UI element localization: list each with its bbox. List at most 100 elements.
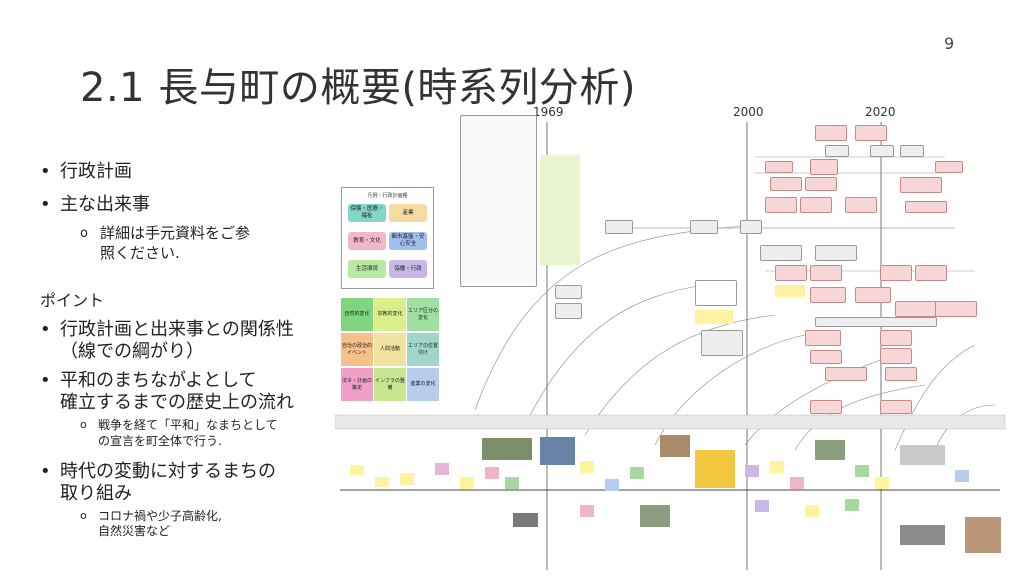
bullet-text: （線での綱がり）	[60, 341, 204, 362]
category-natural: 自然的変化	[341, 298, 373, 331]
plan-box	[880, 348, 912, 364]
plan-box	[935, 301, 977, 317]
bullet-text: 主な出来事	[60, 194, 150, 215]
sticky-note	[630, 467, 644, 479]
plan-callout	[695, 280, 737, 306]
plan-box	[915, 265, 947, 281]
sub-bullet-text: 照ください.	[100, 244, 180, 262]
year-label-2020: 2020	[865, 105, 896, 119]
connection-curve	[584, 314, 776, 436]
sub-bullet-text: 戦争を経て「平和」なまちとして	[98, 418, 278, 432]
legend-cell-environment: 生活環境	[348, 260, 386, 278]
plan-box	[810, 287, 846, 303]
legend-cell-admin: 協働・行政	[389, 260, 427, 278]
legend-cell-industry: 産業	[389, 204, 427, 222]
plan-box	[765, 161, 793, 173]
plan-box	[825, 367, 867, 381]
sticky-note	[955, 470, 969, 482]
plan-box	[815, 245, 857, 261]
plan-box	[885, 367, 917, 381]
plan-box	[760, 245, 802, 261]
sticky-note	[845, 499, 859, 511]
category-infrastructure: インフラの整備	[374, 368, 406, 401]
plan-box	[810, 400, 842, 414]
category-law-plan: 法令・計画の策定	[341, 368, 373, 401]
plan-box	[815, 125, 847, 141]
sub-bullet-text: 詳細は手元資料をご参	[100, 224, 251, 242]
event-photo	[815, 440, 845, 460]
category-area-position: エリアの位置付け	[407, 333, 439, 366]
bullet-text: 行政計画と出来事との関係性	[60, 319, 294, 340]
sub-bullet-text: 自然災害など	[98, 524, 171, 538]
sticky-note	[350, 465, 364, 475]
connection-curve	[894, 344, 976, 451]
plan-box	[810, 265, 842, 281]
category-industry-change: 産業の変化	[407, 368, 439, 401]
portrait-photo	[965, 517, 1001, 553]
category-religious: 宗教的変化	[374, 298, 406, 331]
timeline-diagram: 1969 2000 2020	[335, 105, 1015, 570]
event-photo	[482, 438, 532, 460]
legend-cell-health: 保健・医療・福祉	[348, 204, 386, 222]
sticky-note	[460, 477, 474, 489]
timeline-lines	[335, 122, 1006, 570]
sticky-note	[745, 465, 759, 477]
event-photo	[640, 505, 670, 527]
plan-box	[765, 197, 797, 213]
plan-box	[810, 350, 842, 364]
plan-box	[900, 177, 942, 193]
plan-box	[775, 265, 807, 281]
sticky-note	[485, 467, 499, 479]
plan-box	[555, 285, 582, 299]
plan-box	[855, 287, 891, 303]
category-political-event: 自治の政治的イベント	[341, 333, 373, 366]
legend-cell-urban: 都市基盤・安心安全	[389, 232, 427, 250]
plan-box	[690, 220, 718, 234]
sticky-note	[400, 473, 414, 485]
sticky-note	[775, 285, 805, 297]
era-band	[335, 414, 1006, 430]
category-human-activity: 人間活動	[374, 333, 406, 366]
year-label-1969: 1969	[533, 105, 564, 119]
sticky-note	[875, 477, 889, 489]
plan-box	[805, 330, 841, 346]
plan-box	[805, 177, 837, 191]
bullet-text: 取り組み	[60, 483, 132, 504]
plan-box	[800, 197, 832, 213]
bullet-dot: •	[40, 161, 51, 182]
sub-bullet-dot: o	[80, 418, 87, 431]
sticky-note	[605, 479, 619, 491]
bullet-text: 平和のまちながよとして	[60, 370, 257, 391]
plan-legend: 凡例・行政計画種 保健・医療・福祉 産業 教育・文化 都市基盤・安心安全 生活環…	[341, 187, 434, 289]
bullet-text: 確立するまでの歴史上の流れ	[60, 392, 294, 413]
sticky-note	[580, 505, 594, 517]
plan-box	[770, 177, 802, 191]
legend-title: 凡例・行政計画種	[367, 193, 408, 199]
train-photo	[900, 445, 945, 465]
plan-box	[900, 145, 924, 157]
event-photo	[513, 513, 538, 527]
plan-box	[905, 201, 947, 213]
plan-box	[825, 145, 849, 157]
bullet-dot: •	[40, 461, 51, 482]
sub-bullet-text: の宣言を町全体で行う.	[98, 434, 222, 448]
sticky-note	[505, 477, 519, 489]
plan-box	[810, 159, 838, 175]
event-photo	[660, 435, 690, 457]
sub-bullet-dot: o	[80, 509, 87, 522]
plan-box	[605, 220, 633, 234]
bullet-text: 時代の変動に対するまちの	[60, 461, 276, 482]
sticky-note	[805, 505, 819, 517]
bullet-text: 行政計画	[60, 161, 132, 182]
nagasaki-map-image	[540, 437, 575, 465]
category-area-division: エリア区分の変化	[407, 298, 439, 331]
plan-box	[880, 400, 912, 414]
year-label-2000: 2000	[733, 105, 764, 119]
connection-curve	[524, 284, 706, 426]
slide-title: 2.1 長与町の概要(時系列分析)	[80, 65, 637, 111]
plan-box	[895, 301, 937, 317]
plan-box	[855, 125, 887, 141]
legend-cell-education: 教育・文化	[348, 232, 386, 250]
points-heading: ポイント	[40, 291, 105, 310]
plan-box	[845, 197, 877, 213]
